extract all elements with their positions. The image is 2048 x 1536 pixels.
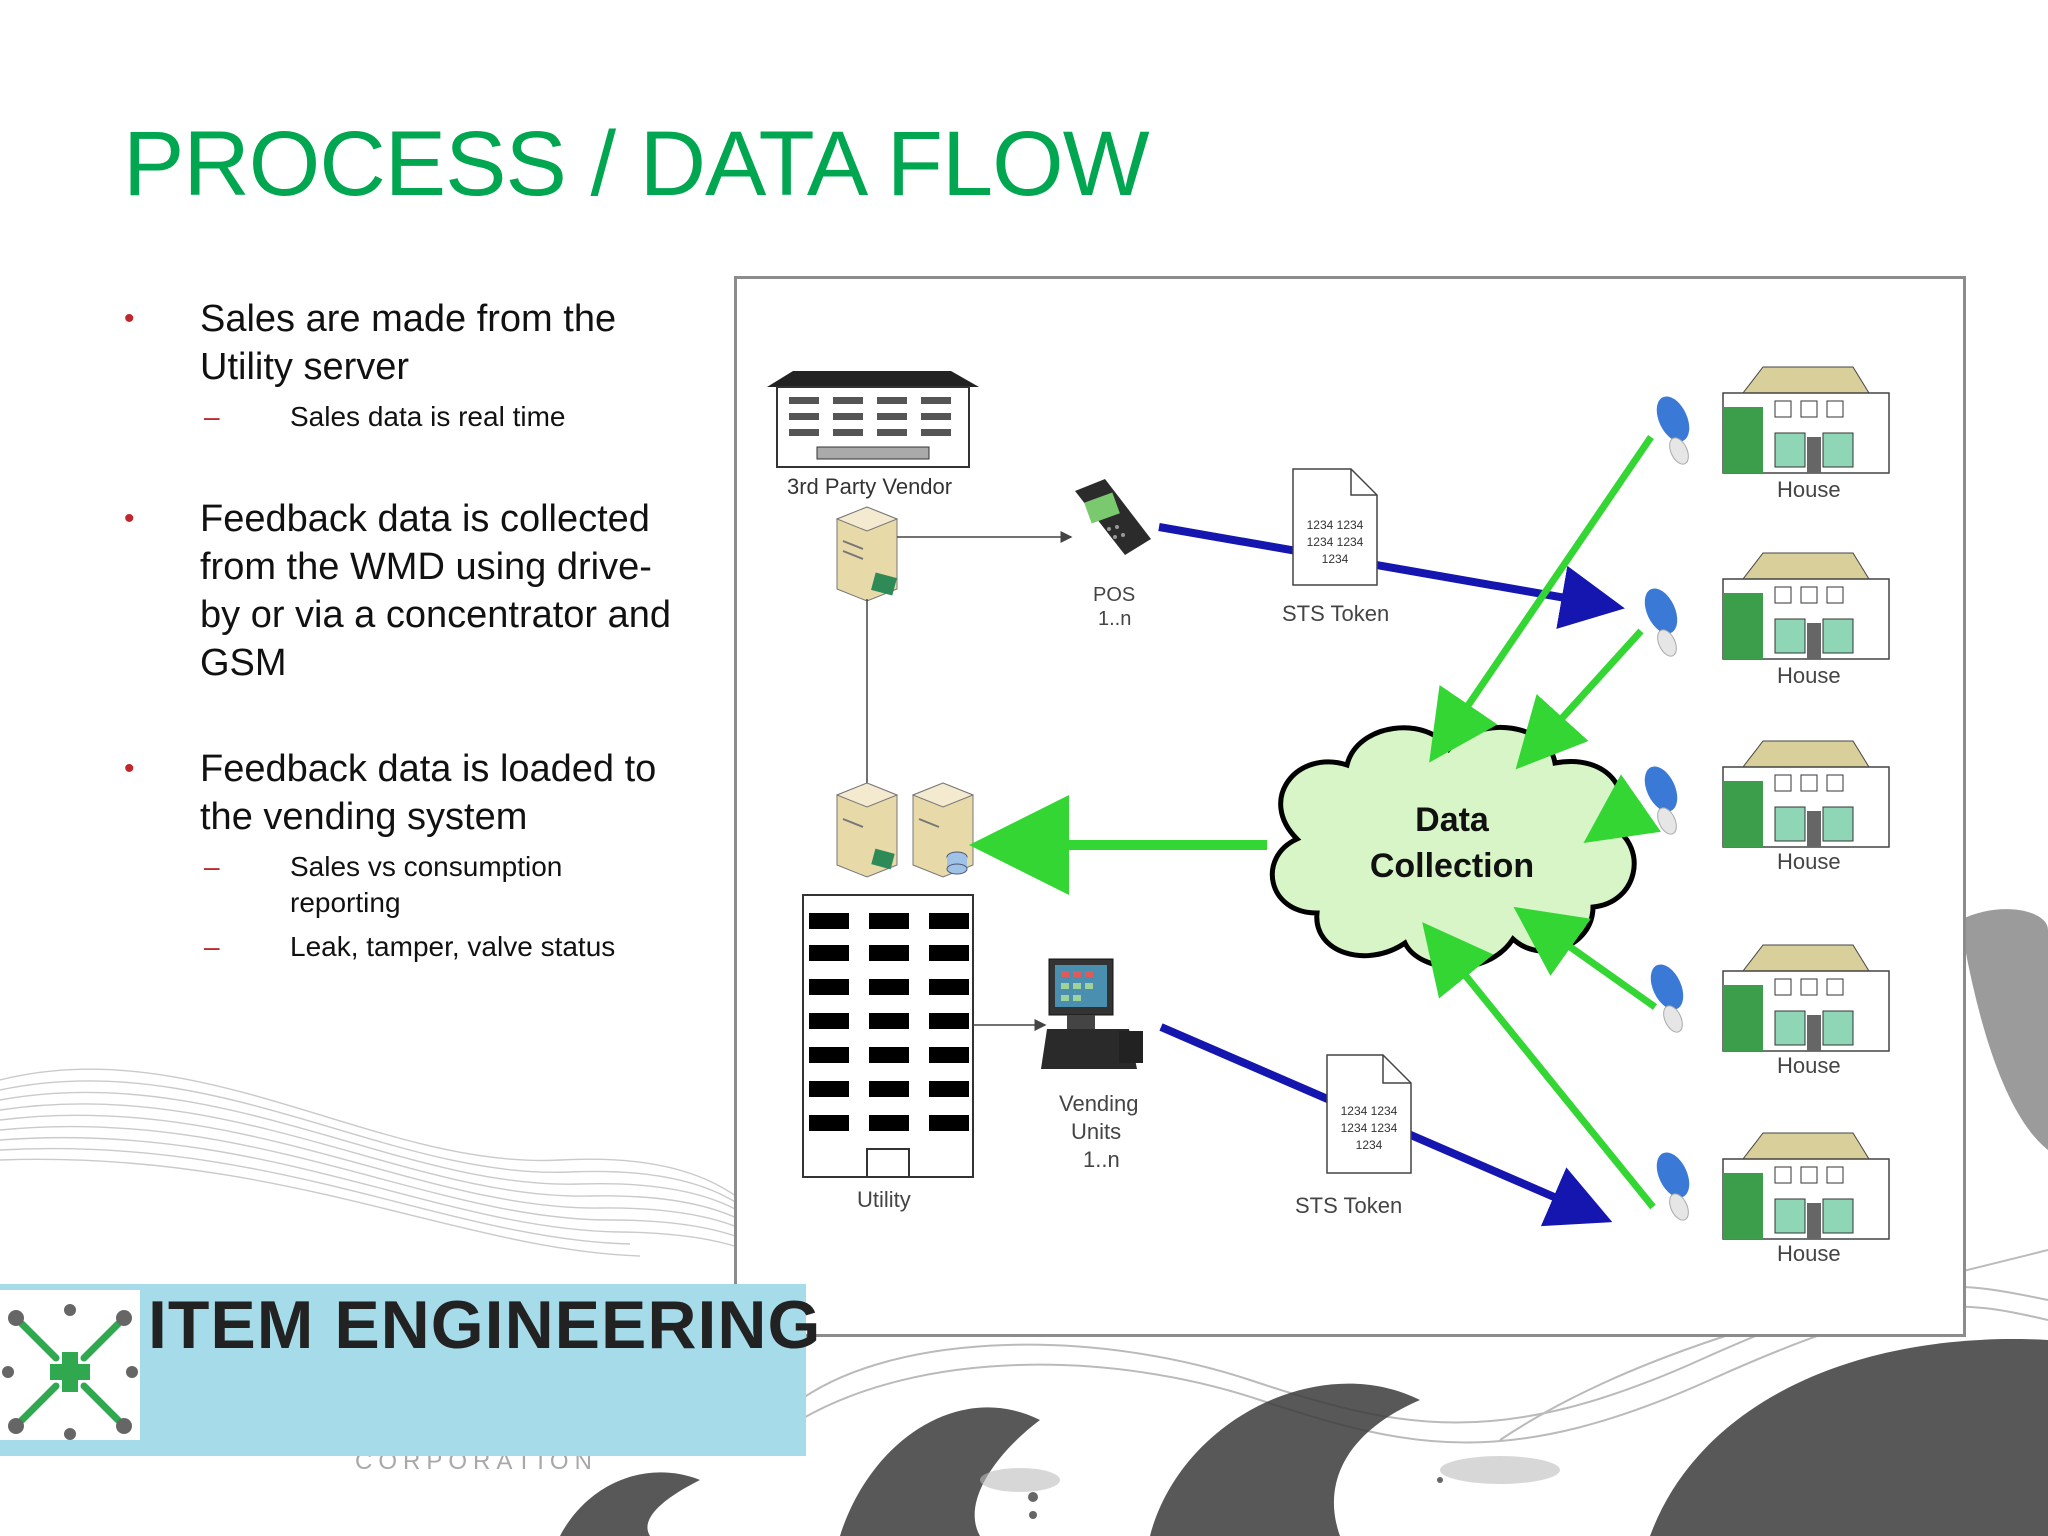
bullet-marker: • — [124, 502, 135, 535]
sub-bullet-marker: – — [204, 851, 220, 882]
house-icon — [1722, 366, 1890, 474]
bullet-item: • Sales are made from the Utility server… — [120, 295, 680, 435]
bullet-marker: • — [124, 752, 135, 785]
pos-terminal-icon — [1075, 479, 1151, 555]
vending-label-line-2: Units — [1071, 1119, 1121, 1144]
house-label: House — [1777, 663, 1841, 688]
sale-flow-arrow-pos — [1158, 523, 1625, 629]
data-flow-diagram: 3rd Party Vendor POS 1..n 1234 — [734, 276, 1966, 1337]
token-line-3: 1234 — [1322, 552, 1349, 566]
sub-bullet-text: Sales vs consumption reporting — [290, 851, 563, 918]
house-icon — [1722, 944, 1890, 1052]
bullet-item: • Feedback data is collected from the WM… — [120, 495, 680, 687]
token-line-1: 1234 1234 — [1341, 1104, 1398, 1118]
sub-bullet-list: – Sales vs consumption reporting – Leak,… — [200, 849, 680, 965]
sts-token-document-icon: 1234 1234 1234 1234 1234 — [1292, 468, 1378, 586]
bullet-marker: • — [124, 302, 135, 335]
collection-arrow — [1583, 774, 1661, 843]
collection-arrow — [1515, 628, 1644, 770]
cloud-label-line-2: Collection — [1370, 847, 1534, 885]
utility-server-icon — [835, 782, 899, 878]
utility-building-icon — [802, 894, 974, 1178]
cloud-label-line-1: Data — [1415, 801, 1490, 839]
sts-token-label: STS Token — [1295, 1193, 1402, 1218]
page-title: PROCESS / DATA FLOW — [123, 113, 1150, 215]
sub-bullet-item: – Sales data is real time — [200, 399, 680, 435]
sub-bullet-marker: – — [204, 931, 220, 962]
diagram-canvas: 3rd Party Vendor POS 1..n 1234 — [767, 366, 1890, 1266]
house-icon — [1722, 552, 1890, 660]
bullet-text: Feedback data is collected from the WMD … — [200, 498, 672, 684]
sub-bullet-item: – Leak, tamper, valve status — [200, 929, 680, 965]
collection-arrow — [1422, 922, 1656, 1210]
water-meter-icon — [1644, 766, 1678, 835]
vendor-server-icon — [835, 506, 899, 602]
sub-bullet-marker: – — [204, 401, 220, 432]
collection-arrow — [1513, 906, 1658, 1010]
utility-label: Utility — [857, 1187, 911, 1212]
house-label: House — [1777, 1241, 1841, 1266]
house-label: House — [1777, 477, 1841, 502]
pos-label: POS — [1093, 584, 1135, 606]
bullet-item: • Feedback data is loaded to the vending… — [120, 745, 680, 965]
database-server-icon — [911, 782, 975, 878]
sts-token-document-icon: 1234 1234 1234 1234 1234 — [1326, 1054, 1412, 1174]
brand-name: ITEM ENGINEERING — [148, 1287, 822, 1363]
water-meter-icon — [1656, 396, 1690, 465]
vendor-building-icon — [767, 371, 979, 468]
token-line-2: 1234 1234 — [1307, 535, 1364, 549]
vending-label-line-1: Vending — [1059, 1091, 1139, 1116]
bullet-text: Sales are made from the Utility server — [200, 298, 617, 388]
house-label: House — [1777, 1053, 1841, 1078]
house-label: House — [1777, 849, 1841, 874]
token-line-2: 1234 1234 — [1341, 1121, 1398, 1135]
house-icon — [1722, 740, 1890, 848]
bullet-list: • Sales are made from the Utility server… — [120, 295, 680, 973]
house-icon — [1722, 1132, 1890, 1240]
sub-bullet-list: – Sales data is real time — [200, 399, 680, 435]
water-meter-icon — [1644, 588, 1678, 657]
vending-label-line-3: 1..n — [1083, 1147, 1120, 1172]
water-meter-icon — [1650, 964, 1684, 1033]
sub-bullet-text: Sales data is real time — [290, 401, 566, 432]
token-line-1: 1234 1234 — [1307, 518, 1364, 532]
collection-arrow — [1429, 435, 1654, 763]
token-line-3: 1234 — [1356, 1138, 1383, 1152]
bullet-text: Feedback data is loaded to the vending s… — [200, 748, 657, 838]
water-meter-icon — [1656, 1152, 1690, 1221]
pos-count-label: 1..n — [1098, 608, 1131, 630]
vendor-label: 3rd Party Vendor — [787, 474, 952, 499]
brand-logo-icon — [0, 1290, 140, 1440]
sub-bullet-text: Leak, tamper, valve status — [290, 931, 616, 962]
vending-unit-icon — [1041, 958, 1143, 1069]
sts-token-label: STS Token — [1282, 601, 1389, 626]
sub-bullet-item: – Sales vs consumption reporting — [200, 849, 680, 921]
